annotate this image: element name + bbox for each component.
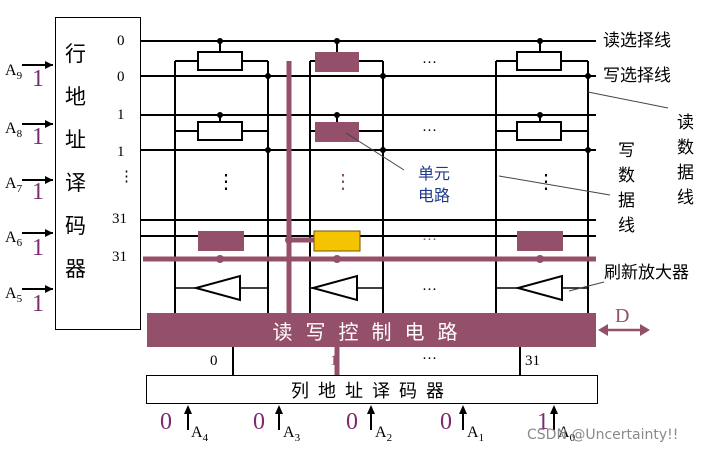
- column-number: 1: [330, 353, 338, 369]
- column-number: ···: [422, 351, 437, 367]
- column-address-bit: 1: [537, 409, 549, 435]
- row-address-bit: 1: [32, 235, 44, 261]
- column-address-bit: 0: [440, 409, 452, 435]
- column-address-bit: 0: [253, 409, 265, 435]
- read-data-line-label: 据: [677, 163, 694, 183]
- column-address-label: A3: [283, 424, 301, 445]
- row-address-label: A5: [5, 285, 23, 306]
- column-address-decoder: 列地址译码器: [146, 375, 598, 404]
- read-select-line-label: 读选择线: [603, 31, 671, 51]
- row-address-bit: 1: [32, 291, 44, 317]
- column-address-label: A1: [467, 424, 485, 445]
- row-decoder-char: 器: [65, 257, 86, 281]
- ellipsis: ···: [422, 282, 437, 298]
- row-address-bit: 1: [32, 179, 44, 205]
- read-data-line-label: 数: [677, 138, 694, 158]
- row-number: 0: [117, 33, 125, 49]
- watermark: CSDN @Uncertainty!!: [527, 427, 679, 443]
- column-address-label: A0: [558, 424, 576, 445]
- column-number: 0: [210, 353, 218, 369]
- write-data-line-label: 数: [618, 166, 635, 186]
- vertical-ellipsis: ⋮: [536, 171, 556, 193]
- unit-circuit-label: 单元: [418, 164, 451, 183]
- row-address-label: A8: [5, 120, 23, 141]
- ellipsis: ···: [422, 55, 437, 71]
- row-address-bit: 1: [32, 66, 44, 92]
- write-data-line-label: 据: [618, 191, 635, 211]
- row-decoder-char: 码: [65, 214, 86, 238]
- ellipsis: ···: [422, 123, 437, 139]
- row-number: 1: [117, 107, 125, 123]
- row-number: ⋮: [119, 169, 134, 185]
- write-data-line-label: 线: [618, 216, 635, 236]
- unit-circuit-label: 电路: [418, 186, 451, 205]
- column-address-bit: 0: [346, 409, 358, 435]
- ellipsis: ···: [422, 232, 437, 248]
- row-address-label: A6: [5, 229, 23, 250]
- read-data-line-label: 线: [677, 188, 694, 208]
- row-decoder-char: 地: [65, 85, 86, 109]
- column-address-bit: 0: [160, 409, 172, 435]
- row-number: 31: [112, 249, 127, 265]
- column-number: 31: [525, 353, 540, 369]
- row-address-label: A7: [5, 175, 23, 196]
- read-write-control-circuit: 读写控制电路: [147, 313, 596, 347]
- refresh-amplifier-label: 刷新放大器: [604, 263, 689, 283]
- write-select-line-label: 写选择线: [603, 66, 671, 86]
- read-data-line-label: 读: [677, 113, 694, 133]
- row-address-bit: 1: [32, 124, 44, 150]
- row-number: 1: [117, 144, 125, 160]
- row-address-label: A9: [5, 62, 23, 83]
- row-decoder-char: 址: [65, 128, 86, 152]
- row-decoder-char: 行: [65, 42, 86, 66]
- column-address-label: A2: [375, 424, 393, 445]
- column-address-label: A4: [191, 424, 209, 445]
- vertical-ellipsis: ⋮: [333, 171, 353, 193]
- write-data-line-label: 写: [618, 141, 635, 161]
- row-number: 0: [117, 69, 125, 85]
- vertical-ellipsis: ⋮: [216, 171, 236, 193]
- data-port-label: D: [615, 305, 630, 327]
- row-address-decoder: [55, 17, 141, 330]
- row-number: 31: [112, 211, 127, 227]
- row-decoder-char: 译: [65, 171, 86, 195]
